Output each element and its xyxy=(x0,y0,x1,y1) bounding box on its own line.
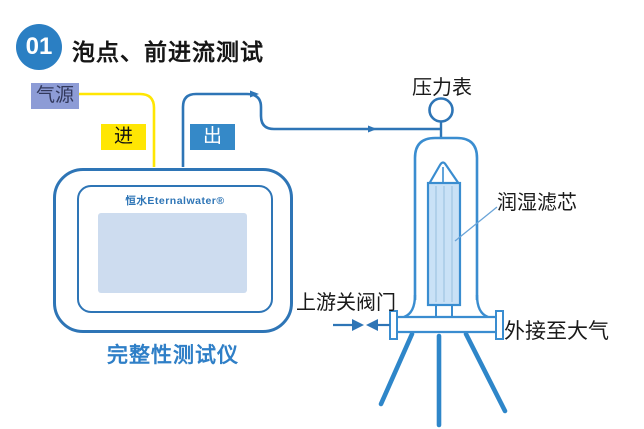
valve-symbol xyxy=(333,319,390,331)
step-badge: 01 xyxy=(16,24,62,70)
page-title: 泡点、前进流测试 xyxy=(72,39,264,65)
tripod-stand xyxy=(378,331,508,428)
drain-pipe xyxy=(389,310,504,340)
flow-arrow-icon xyxy=(368,125,377,133)
gas-source-tag: 气源 xyxy=(31,83,79,109)
to-atmosphere-label: 外接至大气 xyxy=(504,320,609,343)
tester-screen[interactable] xyxy=(98,213,247,293)
pressure-gauge-label: 压力表 xyxy=(412,77,472,99)
upstream-valve-label: 上游关阀门 xyxy=(296,292,396,314)
leader-line xyxy=(454,206,498,242)
flange-right xyxy=(495,310,504,340)
outlet-pipe xyxy=(181,90,441,167)
inlet-tag: 进 xyxy=(101,124,146,150)
outlet-tag: 出 xyxy=(190,124,235,150)
step-number: 01 xyxy=(25,33,53,60)
filter-cartridge xyxy=(426,161,462,318)
flange-left xyxy=(389,310,398,340)
pressure-gauge xyxy=(428,97,454,140)
gas-inlet-pipe xyxy=(79,92,156,167)
flow-arrow-icon xyxy=(250,90,259,98)
brand-logo: 恒水Eternalwater® xyxy=(125,195,225,207)
wetted-cartridge-label: 润湿滤芯 xyxy=(497,192,577,214)
tester-caption: 完整性测试仪 xyxy=(107,344,239,367)
